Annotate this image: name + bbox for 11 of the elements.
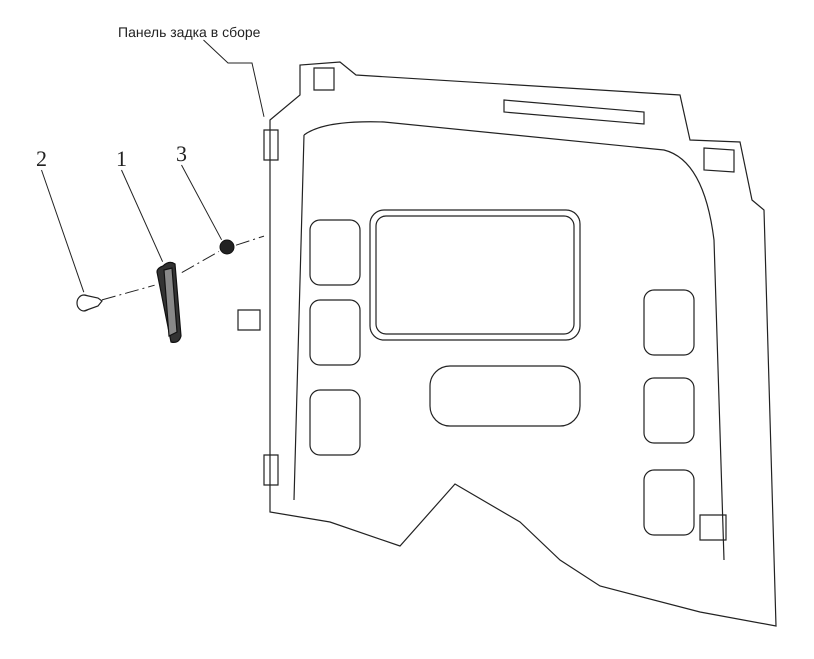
callout-number: 2: [36, 148, 47, 170]
leader-line: [203, 40, 264, 118]
leader-line: [181, 164, 222, 240]
center-line: [181, 251, 220, 274]
leader-line: [41, 170, 84, 293]
callout-number: 1: [116, 148, 127, 170]
part-name: Панель задка в сборе: [118, 24, 260, 40]
leader-line: [121, 170, 164, 262]
center-line: [236, 236, 264, 246]
center-line: [102, 284, 156, 300]
callout-number: 3: [176, 143, 187, 165]
